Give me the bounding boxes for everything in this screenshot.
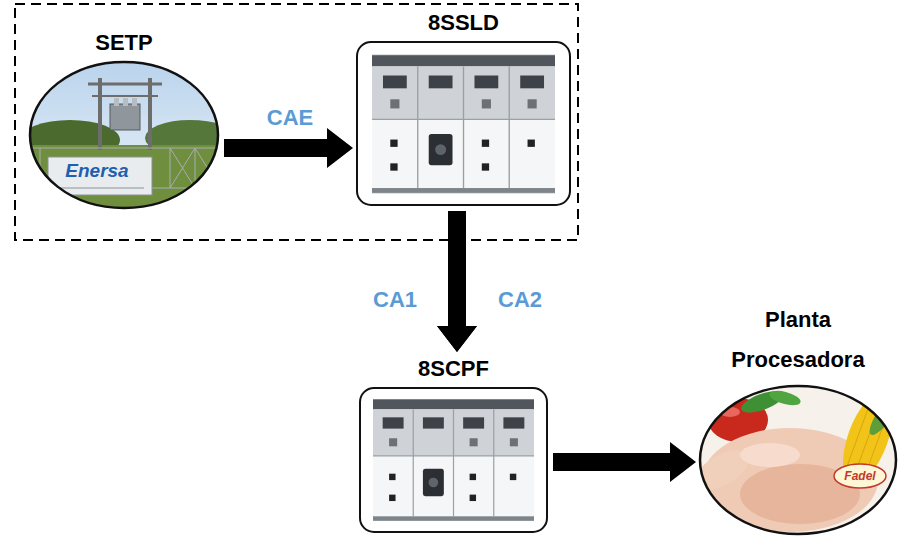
substation-photo-part-part-part (30, 148, 220, 149)
cable-label: CAE (265, 105, 315, 131)
node-title: Planta Procesadora (723, 300, 873, 380)
dashed-boundary (15, 4, 578, 240)
substation-photo-part (30, 62, 218, 208)
substation-photo-part-part (123, 98, 128, 106)
substation-photo-part-part (28, 145, 222, 215)
food-photo (689, 381, 904, 536)
substation-photo-part-part (92, 95, 158, 97)
substation-photo-part-part-part (170, 148, 171, 188)
node-picture-area (357, 42, 570, 205)
cable-label: CA1 (371, 287, 419, 313)
substation-photo-part-part-part (170, 148, 195, 188)
node-picture-area (30, 62, 218, 208)
node-heading: Planta Procesadora (723, 300, 873, 380)
node-picture-area (700, 386, 896, 534)
substation-photo-part (20, 60, 235, 215)
food-photo-part (689, 381, 904, 536)
switchgear-picture-part (373, 400, 534, 521)
food-photo-part-part-part (846, 399, 872, 470)
switchgear-picture-part (372, 55, 555, 192)
switchgear-picture-part (357, 42, 570, 205)
substation-photo-part-part (88, 83, 162, 86)
food-photo-part-part (768, 388, 802, 408)
switchgear-picture (360, 388, 547, 532)
cable-arrow (437, 211, 477, 352)
switchgear-picture-part (360, 388, 547, 532)
cable-arrow (437, 211, 477, 352)
substation-photo-part-part (114, 98, 119, 106)
substation-photo-part-part-part (170, 148, 195, 188)
switchgear-picture (357, 42, 570, 205)
food-photo-part (700, 386, 896, 534)
substation-photo-part-part (148, 78, 152, 150)
node-title: SETP (95, 30, 152, 56)
equipment-node: 8SCPF (360, 356, 547, 532)
equipment-node: SETP (30, 30, 218, 208)
equipment-node: Planta Procesadora (700, 300, 896, 534)
food-photo-part-part (834, 464, 886, 488)
node-title: 8SSLD (428, 10, 499, 36)
substation-photo-part-part (48, 157, 152, 195)
food-photo-part-part (843, 391, 893, 484)
sign-text: Enersa (65, 160, 128, 182)
node-heading: 8SSLD (428, 10, 499, 36)
food-photo-part-part (740, 443, 800, 467)
node-title: 8SCPF (418, 356, 489, 382)
node-heading: 8SCPF (418, 356, 489, 382)
node-picture-area (360, 388, 547, 532)
node-heading: SETP (95, 30, 152, 56)
substation-photo-part-part (110, 104, 140, 130)
substation-photo-part-part (132, 98, 137, 106)
substation-photo (20, 60, 235, 215)
cable-label: CA2 (496, 287, 544, 313)
equipment-node: 8SSLD (357, 10, 570, 205)
substation-photo-part-part (98, 78, 102, 150)
brand-logo-text: Fadel (844, 469, 875, 483)
cable-arrow (553, 442, 696, 482)
substation-photo-part-part (56, 188, 144, 189)
cable-arrow (224, 128, 353, 168)
